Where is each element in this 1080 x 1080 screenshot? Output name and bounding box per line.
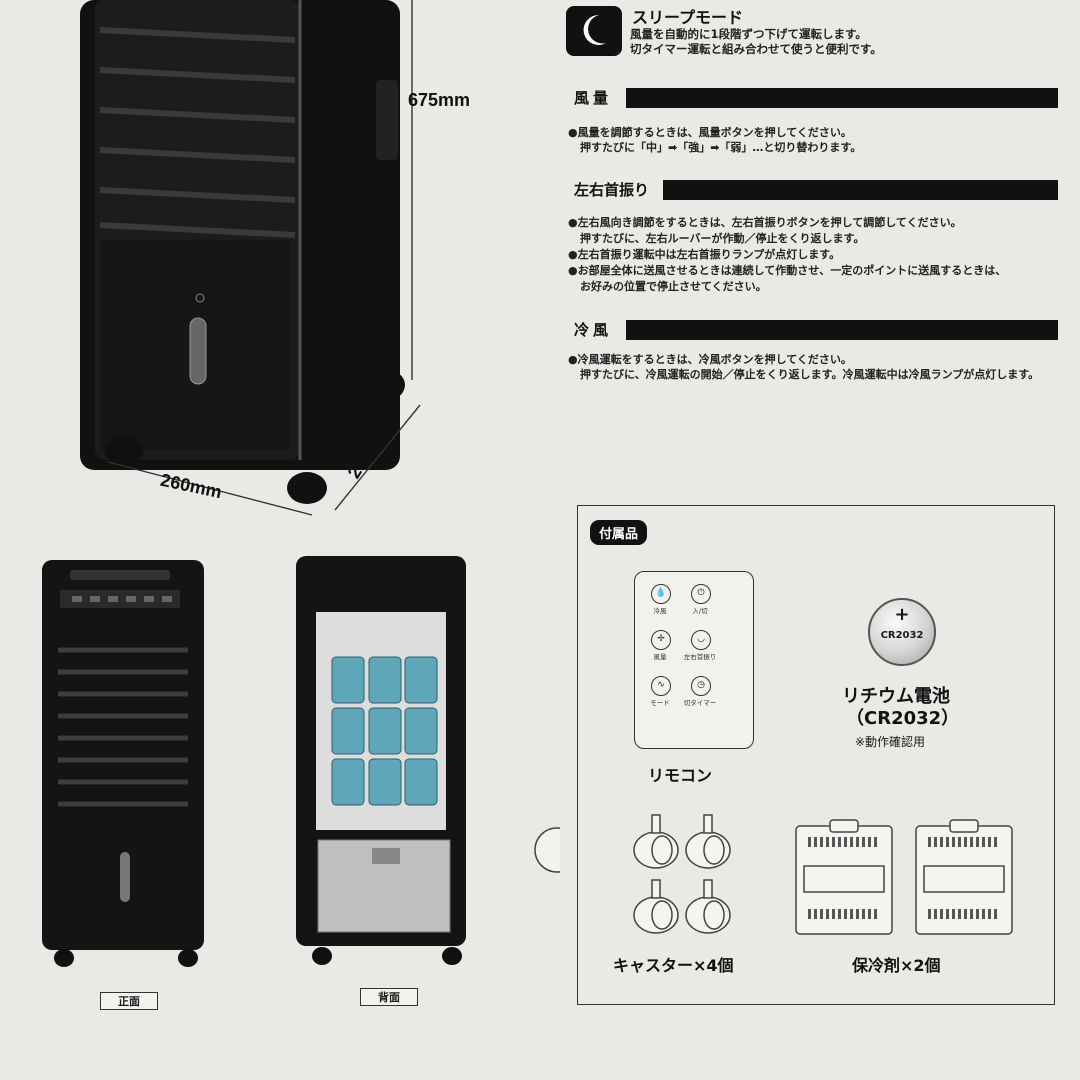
battery-model: （CR2032） xyxy=(846,708,960,729)
remote-label: リモコン xyxy=(648,766,713,785)
battery-note: ※動作確認用 xyxy=(855,735,926,749)
section-text: 押すたびに、冷風運転の開始／停止をくり返します。冷風運転中は冷風ランプが点灯しま… xyxy=(580,368,1040,381)
sleep-mode-line: 風量を自動的に1段階ずつ下げて運転します。 xyxy=(630,27,867,41)
wave-icon: ∿ xyxy=(651,676,671,696)
remote-button-label: 冷風 xyxy=(653,607,667,615)
section-bar-cool-air: 冷風 xyxy=(568,319,1058,341)
back-view-label: 背面 xyxy=(360,988,418,1006)
section-text: ●左右首振り運転中は左右首振りランプが点灯します。 xyxy=(568,248,841,261)
sleep-mode-line: 切タイマー運転と組み合わせて使うと便利です。 xyxy=(630,42,882,56)
dimension-lines xyxy=(107,0,421,516)
remote-button-label: 入/切 xyxy=(692,607,708,615)
section-title: 冷風 xyxy=(568,319,627,341)
product-illustrations xyxy=(42,0,560,967)
swing-icon: ◡ xyxy=(691,630,711,650)
section-text: ●風量を調節するときは、風量ボタンを押してください。 xyxy=(568,126,852,139)
section-bar-fan-speed: 風量 xyxy=(568,87,1058,109)
accessories-box xyxy=(577,505,1055,1005)
battery-icon: + CR2032 xyxy=(868,598,936,666)
section-bar-swing: 左右首振り xyxy=(568,179,1058,201)
remote-button-label: モード xyxy=(650,699,670,707)
height-dimension: 675mm xyxy=(408,90,471,110)
moon-icon xyxy=(566,6,622,56)
sleep-mode-title: スリープモード xyxy=(632,8,744,27)
accessories-title: 付属品 xyxy=(590,520,648,545)
section-title: 左右首振り xyxy=(568,179,664,201)
back-view-unit xyxy=(296,556,466,965)
section-text: ●冷風運転をするときは、冷風ボタンを押してください。 xyxy=(568,353,852,366)
remote-button-label: 左右首振り xyxy=(683,653,717,661)
section-text: ●左右風向き調節をするときは、左右首振りボタンを押して調節してください。 xyxy=(568,216,962,229)
section-title: 風量 xyxy=(568,87,627,109)
main-fan-unit xyxy=(80,0,405,504)
section-text: ●お部屋全体に送風させるときは連続して作動させ、一定のポイントに送風するときは、 xyxy=(568,264,1007,277)
caster-illustrations xyxy=(534,827,560,873)
battery-code: CR2032 xyxy=(880,630,924,641)
battery-plus-mark: + xyxy=(894,604,910,625)
timer-icon: ◷ xyxy=(691,676,711,696)
front-view-label: 正面 xyxy=(100,992,158,1010)
ice-packs-label: 保冷剤×2個 xyxy=(852,956,941,975)
front-view-unit xyxy=(42,560,204,967)
section-text: 押すたびに、左右ルーバーが作動／停止をくり返します。 xyxy=(580,232,865,245)
section-text: 押すたびに「中」➡「強」➡「弱」…と切り替わります。 xyxy=(580,141,862,154)
power-icon: ⏻ xyxy=(691,584,711,604)
section-text: お好みの位置で停止させてください。 xyxy=(580,280,767,293)
remote-button-label: 切タイマー xyxy=(683,699,717,707)
fan-icon: ✢ xyxy=(651,630,671,650)
drop-icon: 💧 xyxy=(651,584,671,604)
casters-label: キャスター×4個 xyxy=(613,956,734,975)
remote-button-label: 風量 xyxy=(653,653,667,661)
remote-control: 💧 冷風 ⏻ 入/切 ✢ 風量 ◡ 左右首振り ∿ モード ◷ 切タイマー xyxy=(634,571,754,749)
battery-label: リチウム電池 xyxy=(842,686,950,707)
